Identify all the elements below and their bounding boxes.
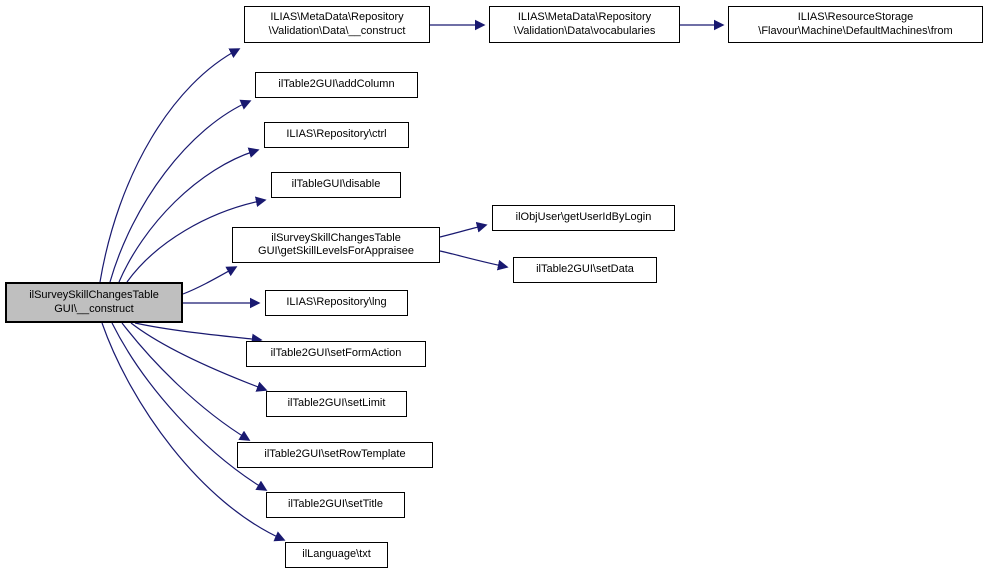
edge-root-setrowtemplate — [121, 322, 251, 441]
edge-root-addcolumn — [109, 99, 252, 283]
node-iltable2gui-setlimit[interactable]: ilTable2GUI\setLimit — [266, 391, 407, 417]
edge-root-settitle — [111, 322, 268, 491]
edge-getskilllevels-getuserid — [439, 221, 488, 238]
node-ilias-repository-lng[interactable]: ILIAS\Repository\lng — [265, 290, 408, 316]
node-illanguage-txt[interactable]: ilLanguage\txt — [285, 542, 388, 568]
node-ilsurveyskillchangestablegui-construct: ilSurveySkillChangesTable GUI\__construc… — [5, 282, 183, 323]
node-iltable2gui-settitle[interactable]: ilTable2GUI\setTitle — [266, 492, 405, 518]
edge-root-txt — [101, 322, 286, 542]
node-iltable2gui-setrowtemplate[interactable]: ilTable2GUI\setRowTemplate — [237, 442, 433, 468]
node-iltable2gui-setdata[interactable]: ilTable2GUI\setData — [513, 257, 657, 283]
edge-getskilllevels-setdata — [439, 250, 509, 271]
node-ilias-repository-ctrl[interactable]: ILIAS\Repository\ctrl — [264, 122, 409, 148]
node-ilobjuser-getuseridbylogin[interactable]: ilObjUser\getUserIdByLogin — [492, 205, 675, 231]
edge-root-setlimit — [130, 322, 268, 392]
edge-root-getskilllevels — [182, 266, 238, 295]
edge-root-ctrl — [118, 147, 260, 283]
node-iltablegui-disable[interactable]: ilTableGUI\disable — [271, 172, 401, 198]
edge-root-disable — [126, 196, 267, 283]
node-ilias-metadata-repository-validation-data-vocabularies[interactable]: ILIAS\MetaData\Repository \Validation\Da… — [489, 6, 680, 43]
edge-root-setformaction — [134, 322, 263, 345]
node-ilias-resourcestorage-flavour-machine-defaultmachines-from[interactable]: ILIAS\ResourceStorage \Flavour\Machine\D… — [728, 6, 983, 43]
node-ilsurveyskillchangestablegui-getskilllevelsforappraisee[interactable]: ilSurveySkillChangesTable GUI\getSkillLe… — [232, 227, 440, 263]
edge-root-md-construct — [99, 48, 241, 283]
node-iltable2gui-setformaction[interactable]: ilTable2GUI\setFormAction — [246, 341, 426, 367]
node-ilias-metadata-repository-validation-data-construct[interactable]: ILIAS\MetaData\Repository \Validation\Da… — [244, 6, 430, 43]
node-iltable2gui-addcolumn[interactable]: ilTable2GUI\addColumn — [255, 72, 418, 98]
